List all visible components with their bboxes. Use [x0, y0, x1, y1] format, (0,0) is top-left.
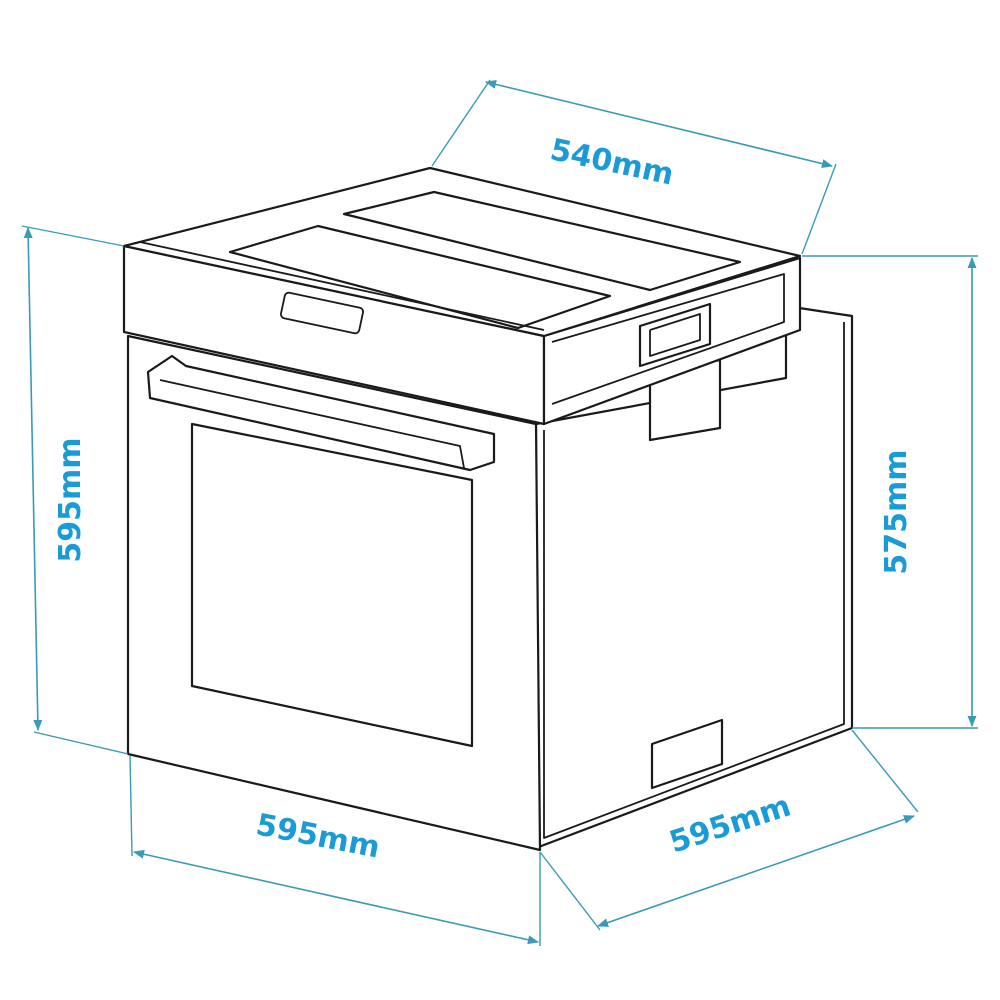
oven-side-inner-edge — [543, 322, 845, 839]
label-depth-side: 595mm — [665, 788, 795, 860]
ext-left-top — [21, 225, 125, 247]
side-vent-inner — [649, 313, 701, 357]
oven-illustration — [122, 166, 854, 852]
door-handle — [146, 354, 496, 472]
top-front-lip — [123, 241, 545, 331]
ext-bottom-left — [129, 755, 133, 857]
ext-bottom-right — [851, 729, 919, 813]
dim-line-depth-side — [596, 815, 916, 927]
dim-line-height-front — [23, 226, 43, 732]
dimension-lines — [21, 79, 978, 946]
ext-bottom-mid2 — [539, 851, 601, 931]
ext-top-left — [431, 79, 491, 167]
display-window — [280, 291, 364, 335]
label-height-side: 575mm — [879, 449, 914, 574]
door-handle-edge — [159, 379, 465, 469]
label-height-front: 595mm — [53, 437, 88, 562]
ext-top-right — [801, 163, 837, 255]
label-width-front: 595mm — [253, 807, 383, 865]
label-depth-top: 540mm — [547, 132, 677, 192]
dim-line-width-front — [132, 849, 540, 945]
oven-top — [122, 166, 802, 338]
dim-line-depth-top — [484, 80, 834, 168]
top-panel-back — [342, 190, 742, 292]
side-bottom-bracket — [650, 718, 724, 790]
side-vent — [638, 302, 712, 368]
control-panel-side-inner — [551, 273, 785, 405]
ext-left-bottom — [33, 731, 129, 755]
door-window — [190, 422, 474, 748]
oven-door — [126, 334, 542, 852]
